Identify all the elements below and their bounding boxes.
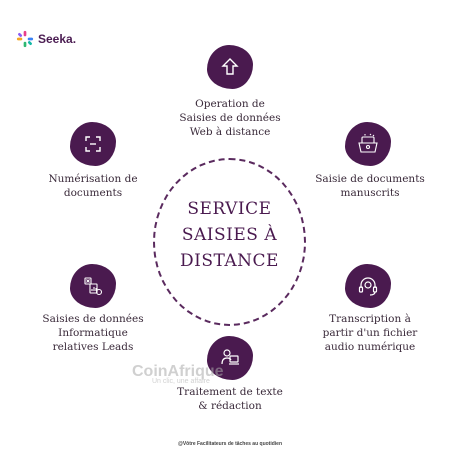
brand-name: Seeka. [38,32,77,46]
headset-icon [358,277,378,296]
service-manuscrits-label: Saisie de documents manuscrits [315,173,425,199]
service-redaction-label: Traitement de texte & rédaction [177,386,283,412]
service-manuscrits-badge [345,122,391,166]
service-web-badge [207,45,253,89]
center-dashed-circle [153,158,306,326]
typing-person-icon [221,349,239,365]
upload-arrow-icon [221,58,239,75]
document-folder-icon [358,133,378,153]
service-redaction-badge [207,336,253,380]
service-numerisation-badge [70,122,116,166]
center-title: SERVICE SAISIES À DISTANCE [180,199,279,271]
service-leads-badge [70,264,116,308]
service-web-label: Operation de Saisies de données Web à di… [179,98,281,138]
seeka-logo-icon [16,30,34,48]
service-numerisation-label: Numérisation de documents [48,173,138,199]
service-audio-label: Transcription à partir d'un fichier audi… [322,313,418,353]
footer-tagline: @Vôtre Facilitateurs de tâches au quotid… [177,441,283,447]
service-leads-label: Saisies de données Informatique relative… [42,313,144,353]
scan-icon [85,136,101,152]
coinafrique-watermark: CoinAfrique Un clic, une affaire [132,363,224,385]
data-chart-icon [84,277,103,296]
brand-logo: Seeka. [16,30,76,48]
service-audio-badge [345,264,391,308]
watermark-sub: Un clic, une affaire [152,378,210,385]
watermark-main: CoinAfrique [132,363,224,380]
